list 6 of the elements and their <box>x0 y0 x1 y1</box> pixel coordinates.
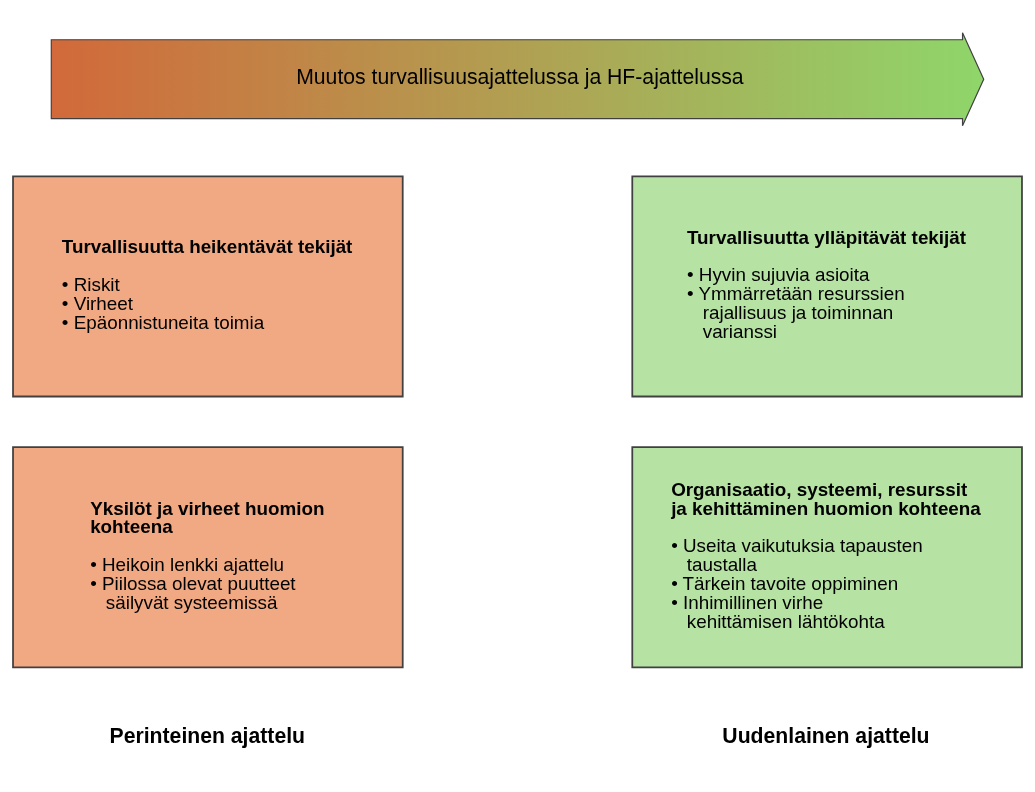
node-box: Turvallisuutta heikentävät tekijät • Riskit • Virheet • Epäonnistuneita toimia <box>12 174 404 397</box>
label: Perinteinen ajattelu <box>109 723 306 747</box>
node-box: Organisaatio, systeemi, resurssit ja kehittäminen huomion kohteena • Useita vaikutuksia tapausten taustalla • Tärkein tavoite oppiminen • Inhimillinen virhe kehittämisen lähtökohta <box>631 445 1023 668</box>
label: Uudenlainen ajattelu <box>722 723 930 747</box>
node-box: Yksilöt ja virheet huomion kohteena • Heikoin lenkki ajattelu • Piilossa olevat puutteet säilyvät systeemissä <box>12 445 404 668</box>
node-box: Turvallisuutta ylläpitävät tekijät • Hyvin sujuvia asioita • Ymmärretään resurssien rajallisuus ja toiminnan varianssi <box>631 174 1023 397</box>
